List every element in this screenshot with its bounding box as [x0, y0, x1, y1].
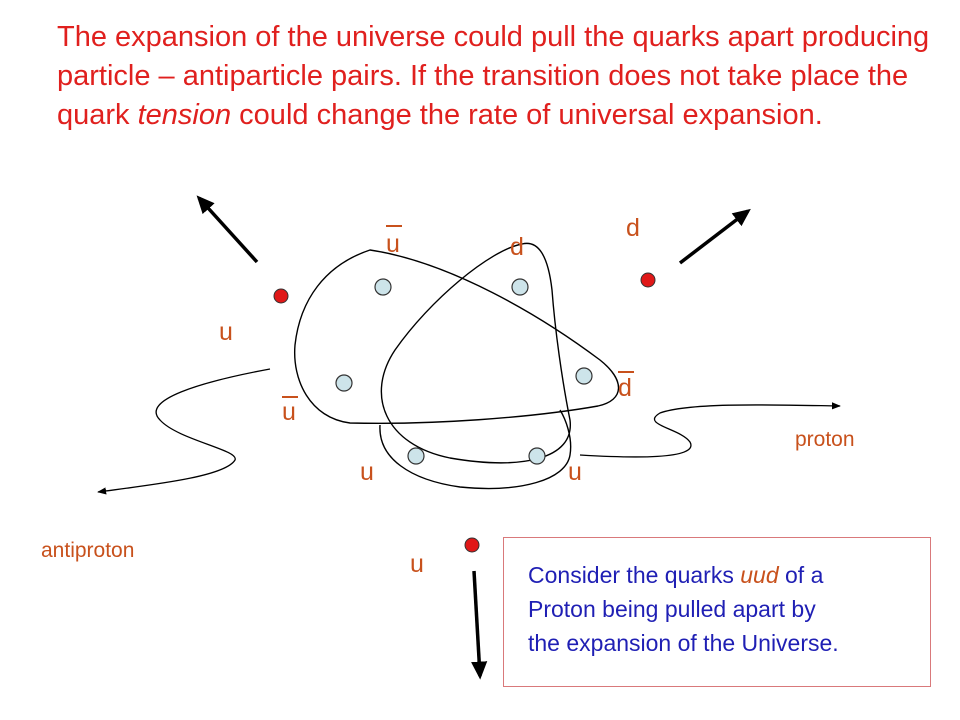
- arrow-up-left: [196, 195, 259, 264]
- proton-wavy-arrow: [579, 402, 841, 458]
- bound-quark-ubar-left: [335, 374, 353, 392]
- label-proton: proton: [795, 428, 855, 451]
- bound-quark-dbar-right: [575, 367, 593, 385]
- arrow-up-right: [678, 208, 751, 265]
- free-quark-d-right: [640, 272, 656, 288]
- bound-quark-d-top: [511, 278, 529, 296]
- label-antiproton: antiproton: [41, 539, 134, 562]
- label-u-bottom-left: u: [360, 458, 374, 486]
- note-line-2: Proton being pulled apart by: [528, 596, 816, 622]
- free-quark-u-left: [273, 288, 289, 304]
- loop-bottom: [379, 409, 572, 490]
- svg-text:u: u: [282, 398, 296, 426]
- label-u-free-bottom: u: [410, 550, 424, 578]
- loop-right: [380, 242, 571, 464]
- label-d-top: d: [510, 233, 524, 261]
- arrow-down: [471, 570, 488, 680]
- svg-text:u: u: [386, 230, 400, 258]
- free-quark-u-bottom: [464, 537, 480, 553]
- label-dbar-right: d: [618, 371, 634, 402]
- loop-left: [294, 249, 620, 425]
- heading-emphasis: tension: [137, 99, 232, 131]
- note-emphasis: uud: [740, 562, 779, 588]
- label-ubar-top: u: [386, 225, 402, 258]
- label-u-bottom-right: u: [568, 458, 582, 486]
- label-ubar-left: u: [282, 396, 298, 426]
- label-u-free-left: u: [219, 318, 233, 346]
- antiproton-wavy-arrow: [97, 368, 271, 495]
- note-line-3: the expansion of the Universe.: [528, 630, 839, 656]
- heading-text: The expansion of the universe could pull…: [57, 18, 937, 135]
- heading-part2: could change the rate of universal expan…: [231, 99, 823, 131]
- bound-quark-u-bottom-left: [407, 447, 425, 465]
- bound-quark-ubar-top: [374, 278, 392, 296]
- note-line-1: Consider the quarks uud of a: [528, 562, 824, 588]
- explanation-box: Consider the quarks uud of a Proton bein…: [503, 537, 931, 687]
- label-d-free: d: [626, 214, 640, 242]
- heading-part1: The expansion of the universe could pull…: [57, 21, 930, 131]
- svg-text:d: d: [618, 374, 632, 402]
- bound-quark-u-bottom-right: [528, 447, 546, 465]
